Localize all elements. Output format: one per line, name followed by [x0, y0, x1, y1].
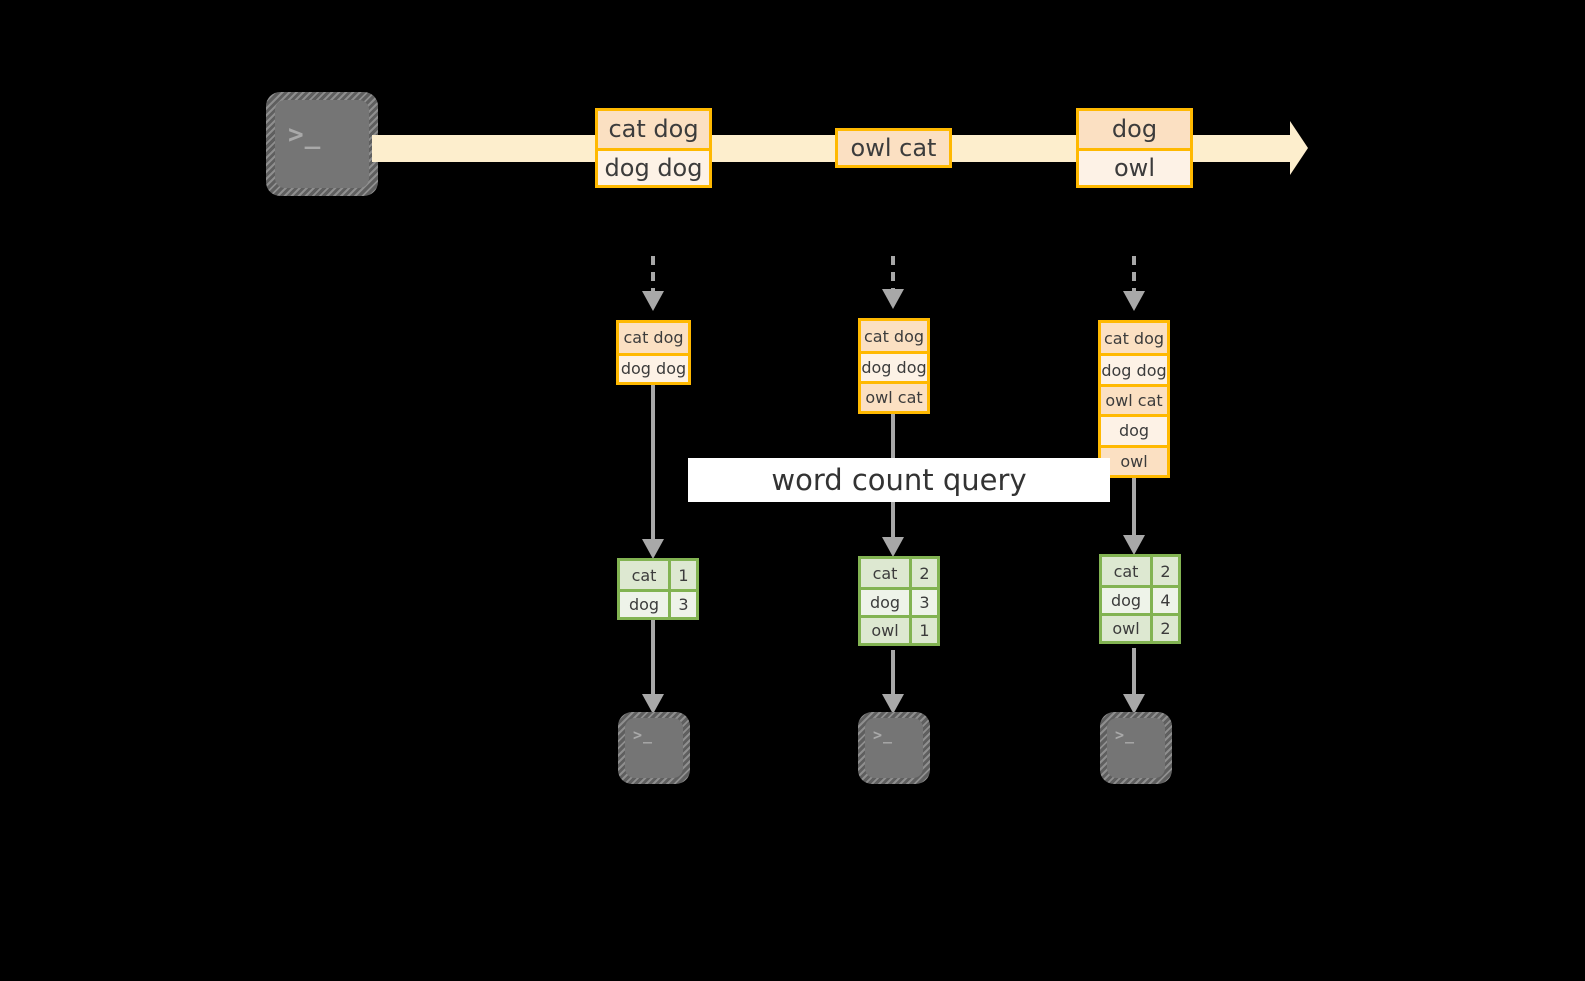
table-row: owl 2: [1102, 613, 1178, 641]
snapshot-1-input-row-1: cat dog: [619, 323, 688, 353]
snapshot-2-result-word-2: dog: [861, 590, 909, 615]
snapshot-2-output-arrow-line: [891, 650, 895, 695]
snapshot-1-query-arrow-line: [651, 385, 655, 540]
snapshot-2-result-table: cat 2 dog 3 owl 1: [858, 556, 940, 646]
snapshot-1-query-arrow-head-icon: [642, 539, 664, 559]
snapshot-2-result-count-1: 2: [909, 559, 937, 587]
snapshot-2-input-row-1: cat dog: [861, 321, 927, 351]
snapshot-1-consumer-terminal-icon: >_: [618, 712, 690, 784]
snapshot-3-consumer-terminal-icon: >_: [1100, 712, 1172, 784]
snapshot-2-result-word-1: cat: [861, 559, 909, 587]
producer-terminal-screen: >_: [275, 100, 369, 188]
snapshot-1-result-word-2: dog: [620, 592, 668, 617]
snapshot-1-output-arrow-head-icon: [642, 694, 664, 714]
snapshot-2-inbound-arrow-head-icon: [882, 289, 904, 309]
terminal-prompt-glyph: >_: [633, 726, 654, 744]
stream-message-3-line-2: owl: [1079, 147, 1190, 185]
snapshot-3-result-count-2: 4: [1150, 588, 1178, 613]
snapshot-1-result-table: cat 1 dog 3: [617, 558, 699, 620]
producer-terminal-icon: >_: [266, 92, 378, 196]
snapshot-1-output-arrow-line: [651, 620, 655, 695]
query-label-band: word count query: [688, 458, 1110, 502]
snapshot-1-input-row-2: dog dog: [619, 352, 688, 382]
snapshot-2-result-count-2: 3: [909, 590, 937, 615]
table-row: dog 3: [620, 589, 696, 617]
snapshot-3-result-count-1: 2: [1150, 557, 1178, 585]
snapshot-3-result-word-3: owl: [1102, 616, 1150, 641]
snapshot-3-output-arrow-line: [1132, 648, 1136, 695]
snapshot-2-result-word-3: owl: [861, 618, 909, 643]
stream-message-1-line-1: cat dog: [598, 111, 709, 148]
stream-message-1-line-2: dog dog: [598, 147, 709, 185]
table-row: dog 3: [861, 587, 937, 615]
snapshot-3-inbound-arrow-head-icon: [1123, 291, 1145, 311]
stream-arrow-head-icon: [1290, 121, 1308, 175]
snapshot-2-input-row-2: dog dog: [861, 351, 927, 381]
snapshot-1-input-box: cat dog dog dog: [616, 320, 691, 385]
table-row: cat 2: [1102, 557, 1178, 585]
stream-message-3: dog owl: [1076, 108, 1193, 188]
snapshot-3-consumer-terminal-screen: >_: [1107, 718, 1165, 778]
snapshot-2-query-arrow-head-icon: [882, 537, 904, 557]
snapshot-2-output-arrow-head-icon: [882, 694, 904, 714]
query-label-text: word count query: [771, 463, 1027, 497]
snapshot-2-consumer-terminal-screen: >_: [865, 718, 923, 778]
snapshot-3-input-box: cat dog dog dog owl cat dog owl: [1098, 320, 1170, 478]
stream-message-2: owl cat: [835, 128, 952, 168]
snapshot-1-inbound-arrow-head-icon: [642, 291, 664, 311]
snapshot-1-consumer-terminal-screen: >_: [625, 718, 683, 778]
snapshot-3-inbound-arrow-line: [1132, 256, 1136, 292]
stream-message-1: cat dog dog dog: [595, 108, 712, 188]
snapshot-3-query-arrow-head-icon: [1123, 535, 1145, 555]
terminal-prompt-glyph: >_: [873, 726, 894, 744]
snapshot-3-result-word-2: dog: [1102, 588, 1150, 613]
snapshot-3-input-row-1: cat dog: [1101, 323, 1167, 354]
snapshot-3-result-word-1: cat: [1102, 557, 1150, 585]
snapshot-3-query-arrow-line: [1132, 478, 1136, 536]
table-row: dog 4: [1102, 585, 1178, 613]
snapshot-1-result-count-1: 1: [668, 561, 696, 589]
snapshot-3-input-row-4: dog: [1101, 414, 1167, 445]
snapshot-2-inbound-arrow-line: [891, 256, 895, 290]
snapshot-2-input-row-3: owl cat: [861, 381, 927, 411]
table-row: owl 1: [861, 615, 937, 643]
snapshot-3-input-row-5: owl: [1101, 444, 1167, 476]
snapshot-3-result-table: cat 2 dog 4 owl 2: [1099, 554, 1181, 644]
snapshot-3-input-row-3: owl cat: [1101, 383, 1167, 415]
stream-message-3-line-1: dog: [1079, 111, 1190, 148]
snapshot-3-result-count-3: 2: [1150, 616, 1178, 641]
snapshot-2-input-box: cat dog dog dog owl cat: [858, 318, 930, 414]
table-row: cat 1: [620, 561, 696, 589]
snapshot-3-input-row-2: dog dog: [1101, 353, 1167, 384]
snapshot-2-consumer-terminal-icon: >_: [858, 712, 930, 784]
terminal-prompt-glyph: >_: [1115, 726, 1136, 744]
terminal-prompt-glyph: >_: [288, 120, 322, 150]
snapshot-1-result-word-1: cat: [620, 561, 668, 589]
snapshot-3-output-arrow-head-icon: [1123, 694, 1145, 714]
snapshot-1-result-count-2: 3: [668, 592, 696, 617]
snapshot-2-result-count-3: 1: [909, 618, 937, 643]
table-row: cat 2: [861, 559, 937, 587]
stream-message-2-line-1: owl cat: [838, 131, 949, 165]
snapshot-1-inbound-arrow-line: [651, 256, 655, 292]
